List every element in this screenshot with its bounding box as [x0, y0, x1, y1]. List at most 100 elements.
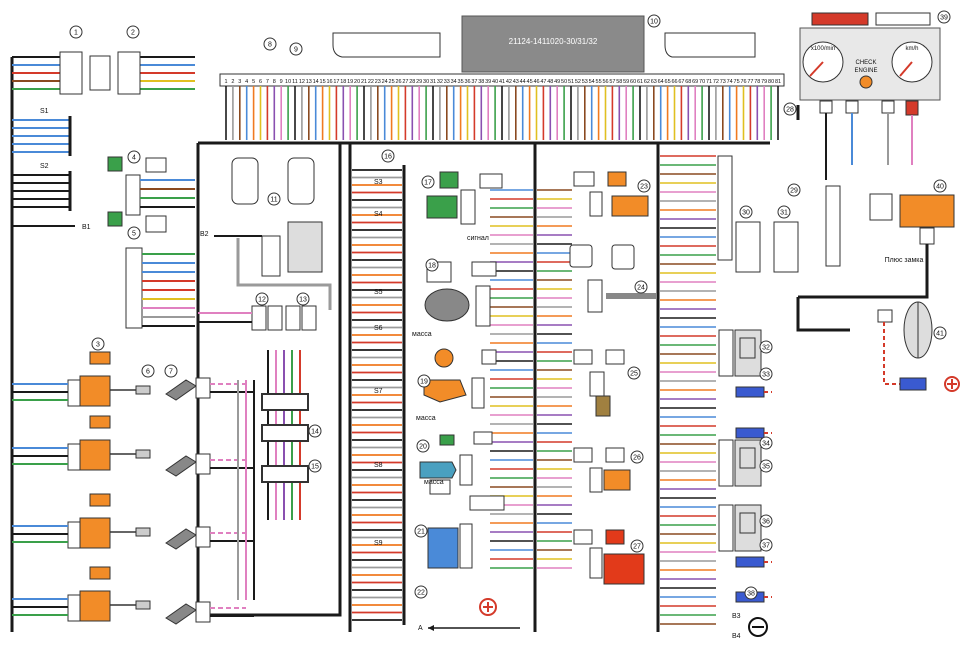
ecu-pin-label: 5: [252, 79, 255, 85]
ecu-pin-label: 59: [623, 79, 629, 85]
callout-23: 23: [637, 179, 651, 193]
ignition-coils: [12, 351, 151, 622]
ecu-block: 21124-1411020-30/31/32: [332, 15, 756, 73]
arrow-a-label: A: [418, 625, 423, 632]
callout-number: 17: [424, 180, 432, 187]
relay-1: [718, 329, 762, 377]
ecu-pin-label: 40: [492, 79, 498, 85]
connector-15a: [261, 393, 309, 411]
ecu-pin-label: 77: [747, 79, 753, 85]
callout-34: 34: [759, 436, 773, 450]
ecu-pin-label: 61: [637, 79, 643, 85]
ecu-connector-left: [332, 32, 441, 58]
callout-number: 32: [762, 345, 770, 352]
callout-15: 15: [308, 459, 322, 473]
callout-number: 36: [762, 519, 770, 526]
ecu-pin-label: 51: [568, 79, 574, 85]
tacho-unit: x100/min: [811, 46, 835, 52]
ecu-body: [461, 15, 645, 73]
ecu-pin-label: 27: [402, 79, 408, 85]
callout-5: 5: [127, 226, 141, 240]
ecu-pin-label: 55: [596, 79, 602, 85]
callout-number: 1: [74, 30, 78, 37]
connector-15: [261, 465, 309, 483]
splice-s5: S5: [374, 289, 383, 296]
callout-37: 37: [759, 538, 773, 552]
ecu-pin-label: 28: [409, 79, 415, 85]
ecu-pin-label: 17: [333, 79, 339, 85]
ecu-pin-label: 20: [354, 79, 360, 85]
ecu-pin-label: 58: [616, 79, 622, 85]
ecu-pin-label: 16: [326, 79, 332, 85]
callout-20: 20: [416, 439, 430, 453]
ecu-pin-label: 34: [451, 79, 457, 85]
ecu-pin-label: 6: [259, 79, 262, 85]
ecu-pin-label: 43: [513, 79, 519, 85]
power-terminals: [479, 376, 960, 637]
ecu-pin-label: 47: [540, 79, 546, 85]
callout-number: 38: [747, 591, 755, 598]
callout-number: 22: [417, 590, 425, 597]
relay-2: [718, 439, 762, 487]
ecu-pin-label: 76: [740, 79, 746, 85]
callout-number: 27: [633, 544, 641, 551]
sensor-25: [573, 349, 625, 417]
ecu-pin-label: 54: [589, 79, 595, 85]
callout-number: 33: [762, 372, 770, 379]
callout-number: 5: [132, 231, 136, 238]
callout-2: 2: [126, 25, 140, 39]
ecu-pin-label: 12: [299, 79, 305, 85]
callout-number: 35: [762, 464, 770, 471]
callout-number: 30: [742, 210, 750, 217]
ecu-pin-label: 41: [499, 79, 505, 85]
ecu-pin-label: 35: [458, 79, 464, 85]
callout-18: 18: [425, 258, 439, 272]
callout-27: 27: [630, 539, 644, 553]
frame-far-right: [796, 105, 850, 332]
callout-11: 11: [267, 192, 281, 206]
ground-b3: B3: [732, 613, 741, 620]
callout-number: 24: [637, 285, 645, 292]
ecu-pin-label: 49: [554, 79, 560, 85]
ecu-pin-label: 26: [395, 79, 401, 85]
ecu-pin-label: 1: [224, 79, 227, 85]
fuse-3: [735, 556, 772, 568]
callout-35: 35: [759, 459, 773, 473]
sensor-23: [573, 171, 649, 217]
splice-s3: S3: [374, 179, 383, 186]
callout-number: 23: [640, 184, 648, 191]
callout-38: 38: [744, 586, 758, 600]
callout-32: 32: [759, 340, 773, 354]
instrument-cluster: x100/min km/h CHECK ENGINE: [799, 12, 941, 180]
callout-number: 28: [786, 107, 794, 114]
callout-9: 9: [289, 42, 303, 56]
callout-6: 6: [141, 364, 155, 378]
ecu-pin-label: 39: [485, 79, 491, 85]
ecu-pin-label: 9: [280, 79, 283, 85]
spark-plug-icon: [135, 449, 151, 459]
ecu-pin-label: 10: [285, 79, 291, 85]
ecu-pin-label: 14: [313, 79, 319, 85]
callout-number: 15: [311, 464, 319, 471]
spark-plug-icon: [135, 600, 151, 610]
connector-4: [107, 156, 195, 216]
callout-19: 19: [417, 374, 431, 388]
callout-30: 30: [739, 205, 753, 219]
callout-7: 7: [164, 364, 178, 378]
ignition-coil-1: [12, 351, 151, 407]
ecu-pin-label: 72: [713, 79, 719, 85]
callout-36: 36: [759, 514, 773, 528]
callout-number: 13: [299, 297, 307, 304]
callout-number: 7: [169, 369, 173, 376]
splice-s2: S2: [40, 163, 49, 170]
ecu-pin-label: 23: [375, 79, 381, 85]
ecu-pin-label: 24: [382, 79, 388, 85]
callout-number: 20: [419, 444, 427, 451]
check-label: CHECK: [855, 60, 876, 66]
ecu-pin-label: 19: [347, 79, 353, 85]
ecu-pin-label: 57: [609, 79, 615, 85]
fuse-2: [735, 427, 772, 439]
connector-14: [261, 424, 309, 442]
